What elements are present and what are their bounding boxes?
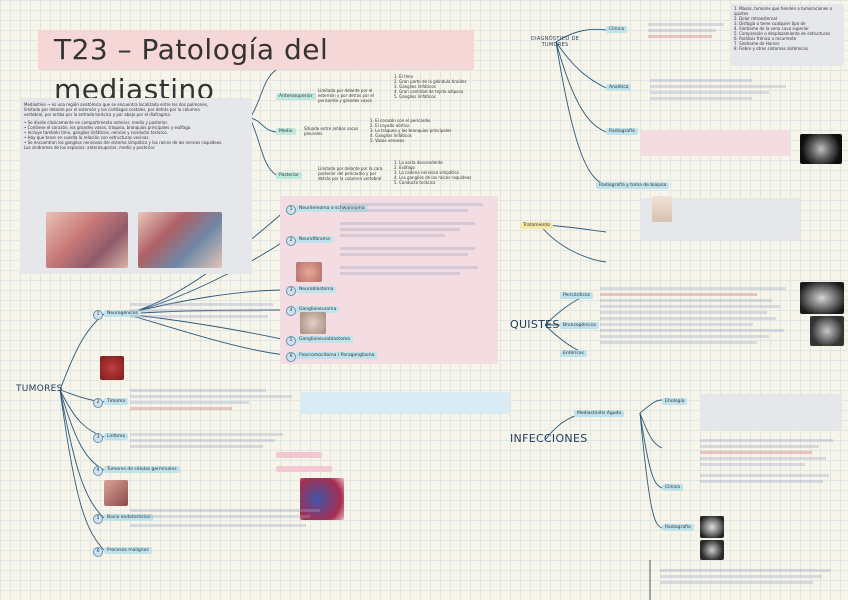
compartment-desc: Limitado por delante por la cara posteri… [318,166,386,181]
biopsy-image [652,196,672,222]
quiste-branch: Broncogénicos [560,322,599,329]
compartment-desc: Situado entre ambos sacos pleurales [304,126,360,136]
subtype-number: 6 [286,352,296,362]
tumor-type: Linfoma [104,433,128,440]
tumor-number: 3 [93,433,103,443]
mediastinum-illustration-right [138,212,222,268]
intro-text: Mediastino → es una región anatómica que… [24,102,250,150]
diagnostico-label: DIAGNÓSTICO DE TUMORES [520,36,590,48]
infeccion-branch: Etiología [662,398,687,405]
list-item: 8. Fiebre y otros síntomas sistémicos [734,46,844,51]
timoma-note [300,392,510,414]
diagnostic-branch: Analítica [606,84,631,91]
tumor-number: 1 [93,310,103,320]
tumor-number: 2 [93,398,103,408]
infeccion-branch: Radiografía [662,524,694,531]
subtype-number: 5 [286,336,296,346]
list-item: 5. Ganglios linfáticos [394,94,514,99]
diagnostic-branch: Radiografía y toma de biopsia [596,182,669,189]
ct-cyst-image [810,316,844,346]
subtype-number: 3 [286,286,296,296]
infeccion-branch: Clínica [662,484,683,491]
chest-xray-image [800,282,844,314]
diagnostic-branch: Tratamiento [520,222,553,229]
ct-scan-image [800,134,842,164]
timoma-photo [100,356,124,380]
infecciones-label: INFECCIONES [510,432,587,445]
quiste-branch: Entéricos [560,350,587,357]
clinical-photo [300,312,326,334]
compartment-desc: Limitado por delante por el esternón y p… [318,88,386,103]
compartment-posterior: Posterior [276,172,302,179]
xray-infection-image [700,516,724,538]
surgery-photo [104,480,128,506]
tumor-tag [276,466,332,472]
notes-texture [130,300,280,321]
compartment-items: 1. La aorta descendente 2. Esófago 3. La… [394,160,514,185]
notes-texture [648,20,728,41]
ct-infection-image [700,540,724,560]
tumor-type: Timoma [104,398,128,405]
diagnostic-branch: Radiografía [606,128,638,135]
notes-texture [700,436,840,486]
compartment-medio: Medio [276,128,296,135]
notes-texture [660,566,840,587]
list-item: 5. Conducto torácico [394,180,514,185]
tumores-label: TUMORES [16,384,63,394]
notes-texture [130,430,300,451]
etiology-box [700,394,842,430]
clinical-list: 1. Masas, tumores que tienden a tumoraci… [734,6,844,51]
neuro-subtype: Feocromocitoma / Paraganglioma [296,352,377,359]
tumor-number: 6 [93,547,103,557]
mediastinum-illustration-left [46,212,128,268]
subtype-number: 2 [286,236,296,246]
subtype-number: 1 [286,205,296,215]
tumor-number: 5 [93,514,103,524]
tumor-number: 4 [93,466,103,476]
neuro-subtype: Ganglioneuroblastoma [296,336,353,343]
tumor-type: Tumores de células germinales [104,466,180,473]
diagnostic-branch: Clínica [606,26,627,33]
notes-texture [130,506,330,530]
notes-texture [130,386,300,413]
intro-line: Los síndromes de los espacios: anterosup… [24,145,250,150]
neuro-subtype: Neurofibroma [296,236,333,243]
subtype-number: 4 [286,306,296,316]
notes-texture [650,76,820,103]
notes-texture [600,284,796,347]
radiology-box [640,130,790,156]
tumor-tag [276,452,322,458]
clinical-photo [296,262,322,282]
quiste-branch: Pericárdicos [560,292,593,299]
infeccion-branch: Mediastinitis Aguda [574,410,624,417]
compartment-items: 1. El corazón con el pericardio 2. El ca… [370,118,500,143]
list-item: 5. Vasos venosos [370,138,500,143]
quistes-label: QUISTES [510,318,560,331]
compartment-anterosuperior: Anterosuperior [276,93,316,100]
compartment-items: 1. El timo 2. Gran parte de la glándula … [394,74,514,99]
notes-texture [340,200,490,278]
intro-line: vertebral, por arriba por la entrada tor… [24,112,250,117]
list-item: 1. Masas, tumores que tienden a tumoraci… [734,6,844,16]
tumor-type: Procesos malignos [104,547,152,554]
neuro-subtype: Neuroblastoma [296,286,336,293]
